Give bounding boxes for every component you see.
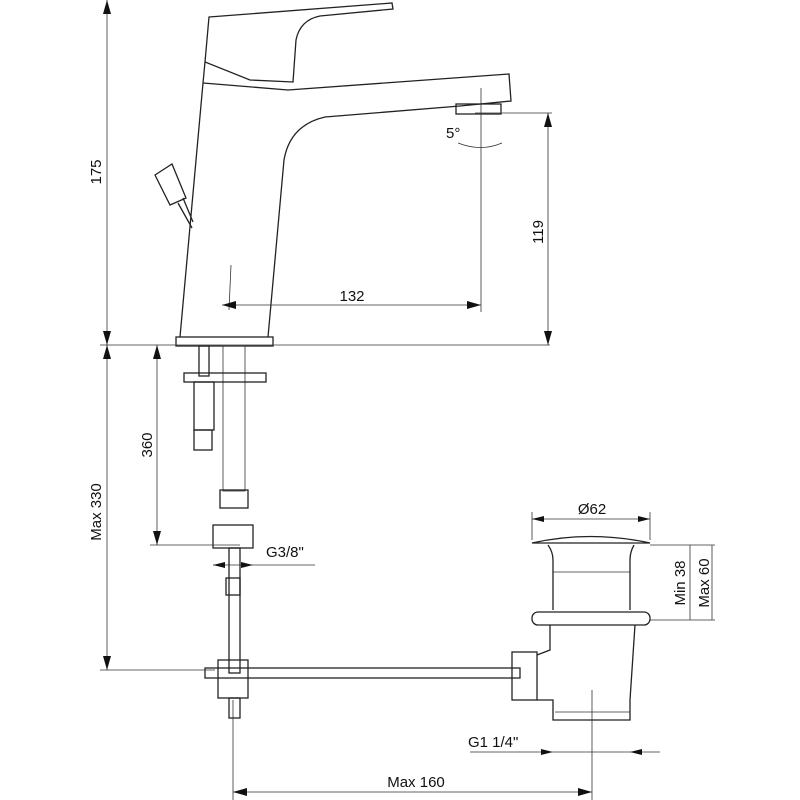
dim-max-below: Max 330: [88, 483, 105, 541]
dim-total-height: 175: [88, 159, 105, 184]
dimension-lines: [100, 0, 715, 800]
mounting-stud: [183, 345, 267, 451]
dim-hose-length: 360: [139, 432, 156, 457]
dim-spout-reach: 132: [339, 288, 364, 305]
pop-up-rod: [204, 651, 538, 719]
dim-drain-max: Max 60: [696, 558, 713, 607]
dim-max-rod: Max 160: [387, 774, 445, 791]
faucet-body: [154, 2, 512, 347]
dim-drain-min: Min 38: [672, 560, 689, 605]
dim-spout-height: 119: [530, 220, 547, 244]
dim-hose-thread: G3/8": [266, 544, 304, 561]
drain-waste: [531, 535, 651, 800]
supply-hose: [212, 345, 254, 674]
dim-drain-diameter: Ø62: [578, 501, 606, 518]
dim-drain-thread: G1 1/4": [468, 734, 518, 751]
dim-swivel-angle: 5°: [446, 125, 460, 142]
